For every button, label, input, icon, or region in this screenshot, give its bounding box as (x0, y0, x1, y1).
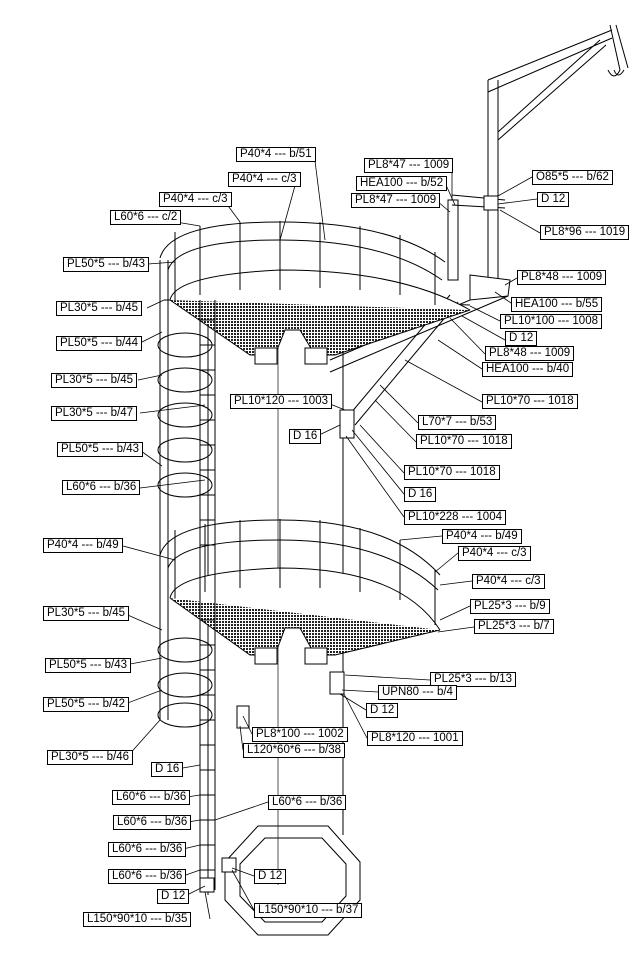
member-label: HEA100 --- b/55 (511, 297, 603, 312)
lower-platform (159, 519, 441, 695)
member-label: L150*90*10 --- b/37 (254, 903, 363, 918)
member-label: D 12 (366, 703, 399, 718)
member-label: PL10*70 --- 1018 (404, 465, 500, 480)
foundation (199, 825, 361, 936)
member-label: PL30*5 --- b/45 (56, 301, 142, 316)
member-label: L60*6 --- b/36 (108, 842, 187, 857)
member-label: P40*4 --- c/3 (472, 574, 545, 589)
member-label: D 16 (404, 487, 437, 502)
upper-bracket (329, 194, 511, 439)
member-label: PL50*5 --- b/44 (56, 336, 142, 351)
top-mast (487, 24, 629, 280)
member-label: PL10*70 --- 1018 (416, 434, 512, 449)
member-label: HEA100 --- b/52 (356, 176, 448, 191)
member-label: PL30*5 --- b/45 (51, 373, 137, 388)
member-label: L150*90*10 --- b/35 (83, 912, 192, 927)
member-label: L60*6 --- b/36 (112, 790, 191, 805)
member-label: PL10*100 --- 1008 (500, 314, 602, 329)
member-label: D 12 (254, 869, 287, 884)
member-label: PL50*5 --- b/43 (45, 658, 131, 673)
member-label: PL30*5 --- b/47 (51, 406, 137, 421)
member-label: O85*5 --- b/62 (532, 170, 613, 185)
member-label: L60*6 --- c/2 (110, 210, 182, 225)
member-label: PL8*96 --- 1019 (540, 225, 630, 240)
member-label: PL8*48 --- 1009 (517, 270, 607, 285)
member-label: D 16 (151, 762, 184, 777)
member-label: PL8*120 --- 1001 (367, 731, 463, 746)
member-label: P40*4 --- b/49 (43, 538, 123, 553)
ladder (157, 260, 216, 890)
member-label: PL8*47 --- 1009 (351, 193, 441, 208)
member-label: HEA100 --- b/40 (482, 362, 574, 377)
member-label: P40*4 --- c/3 (458, 546, 531, 561)
member-label: UPN80 --- b/4 (378, 685, 457, 700)
member-label: L120*60*6 --- b/38 (243, 743, 345, 758)
member-label: P40*4 --- c/3 (159, 192, 232, 207)
member-label: PL25*3 --- b/9 (470, 599, 550, 614)
member-label: D 12 (537, 192, 570, 207)
member-label: L60*6 --- b/36 (113, 815, 192, 830)
member-label: PL8*48 --- 1009 (485, 346, 575, 361)
member-label: D 12 (505, 331, 538, 346)
member-label: L60*6 --- b/36 (268, 795, 347, 810)
member-label: L60*6 --- b/36 (108, 869, 187, 884)
member-label: D 16 (289, 429, 322, 444)
member-label: PL30*5 --- b/45 (43, 606, 129, 621)
member-label: L70*7 --- b/53 (418, 415, 497, 430)
member-label: PL10*70 --- 1018 (482, 394, 578, 409)
member-label: P40*4 --- b/49 (442, 529, 522, 544)
member-label: P40*4 --- c/3 (228, 172, 301, 187)
leader-lines (122, 160, 541, 920)
member-label: PL10*228 --- 1004 (404, 510, 506, 525)
member-label: PL10*120 --- 1003 (230, 394, 332, 409)
member-label: PL25*3 --- b/13 (430, 672, 516, 687)
member-label: PL50*5 --- b/43 (63, 257, 149, 272)
member-label: D 12 (157, 889, 190, 904)
member-label: P40*4 --- b/51 (236, 147, 316, 162)
member-label: PL25*3 --- b/7 (474, 619, 554, 634)
member-label: PL30*5 --- b/46 (47, 750, 133, 765)
member-label: PL50*5 --- b/43 (57, 442, 143, 457)
member-label: PL8*47 --- 1009 (364, 158, 454, 173)
member-label: PL8*100 --- 1002 (252, 727, 348, 742)
member-label: L60*6 --- b/36 (62, 480, 141, 495)
upper-platform (159, 221, 471, 365)
member-label: PL50*5 --- b/42 (43, 697, 129, 712)
